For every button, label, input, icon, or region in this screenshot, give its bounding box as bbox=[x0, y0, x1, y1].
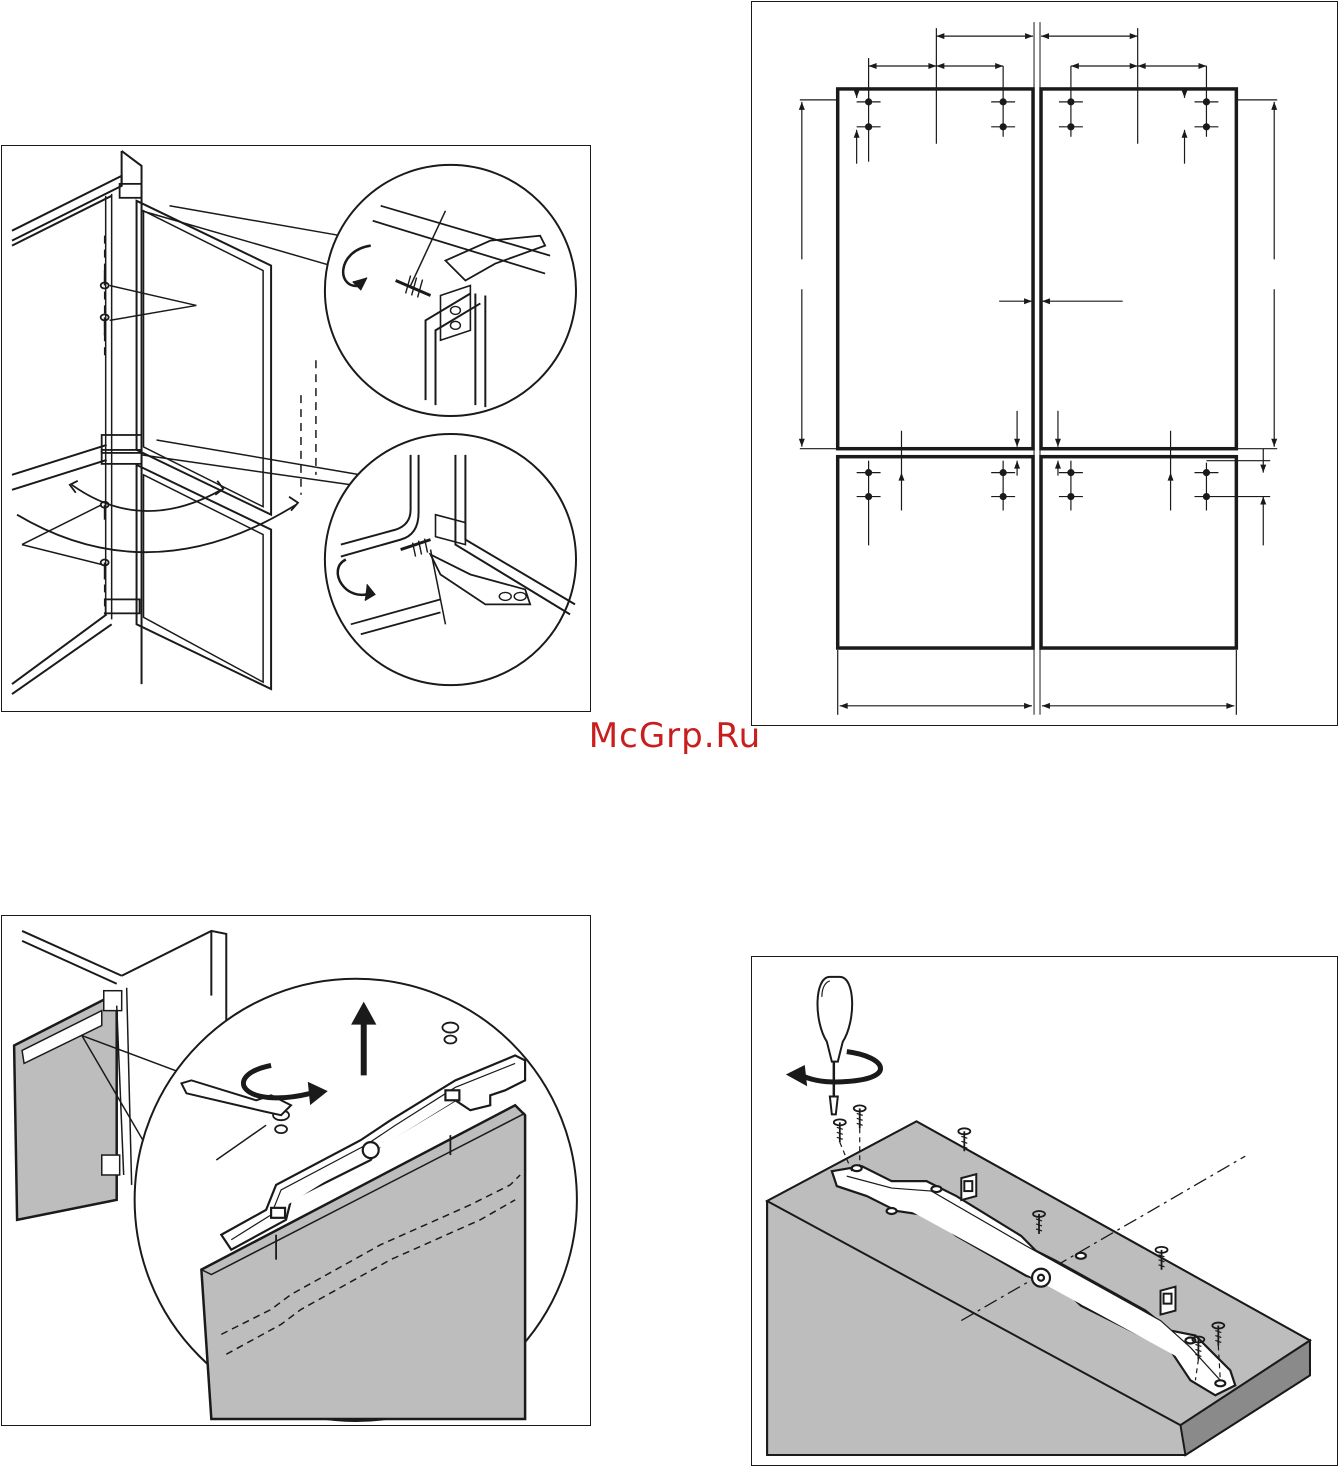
door-panel-shape bbox=[14, 988, 132, 1220]
screw-icon bbox=[101, 271, 109, 580]
leader-lines bbox=[22, 286, 196, 565]
screwdriver-icon bbox=[817, 977, 852, 1114]
rotate-arrow-icon bbox=[17, 481, 298, 552]
door-bracket-drawing bbox=[2, 916, 590, 1425]
hinge-detail-magnifier-top bbox=[325, 165, 576, 416]
watermark-text: McGrp.Ru bbox=[560, 716, 790, 756]
hinge-adjustment-figure bbox=[1, 145, 591, 712]
magnifier-callout-lines bbox=[142, 206, 361, 485]
door-dimension-layout-figure bbox=[751, 1, 1338, 726]
centre-lines bbox=[1034, 22, 1040, 715]
bracket-detail-magnifier bbox=[135, 979, 577, 1421]
bracket-screw-fixing-figure bbox=[751, 956, 1338, 1466]
upper-door-panel bbox=[137, 201, 272, 515]
bracket-screw-drawing bbox=[752, 957, 1337, 1465]
hinge-adjustment-drawing bbox=[2, 146, 590, 711]
door-bracket-removal-figure bbox=[1, 915, 591, 1426]
dimension-arrow-heads bbox=[799, 33, 1277, 709]
door-dimension-drawing bbox=[752, 2, 1337, 725]
door-panel-shape bbox=[838, 89, 1237, 648]
dimension-arrow bbox=[800, 28, 1277, 715]
hinge-detail-magnifier-bottom bbox=[325, 434, 576, 685]
mounting-hole-mark bbox=[857, 66, 1271, 545]
